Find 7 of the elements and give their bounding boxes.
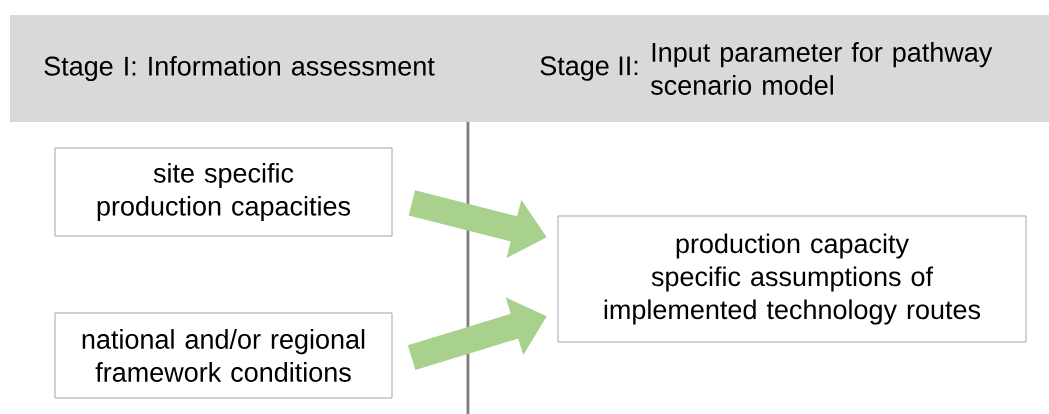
header-text: Input parameter for pathway scenario model: [650, 42, 993, 95]
header-text: Stage II:: [540, 56, 638, 81]
header-band: Stage I: Information assessment: [10, 15, 468, 122]
text-box: production capacity specific assumptions of implemented technology routes: [557, 215, 1027, 343]
node-label: Stage I: Information assessment: [44, 55, 435, 82]
text-box: site specific production capacities: [54, 147, 393, 237]
text-box: national and/or regional framework conditions: [54, 312, 393, 399]
